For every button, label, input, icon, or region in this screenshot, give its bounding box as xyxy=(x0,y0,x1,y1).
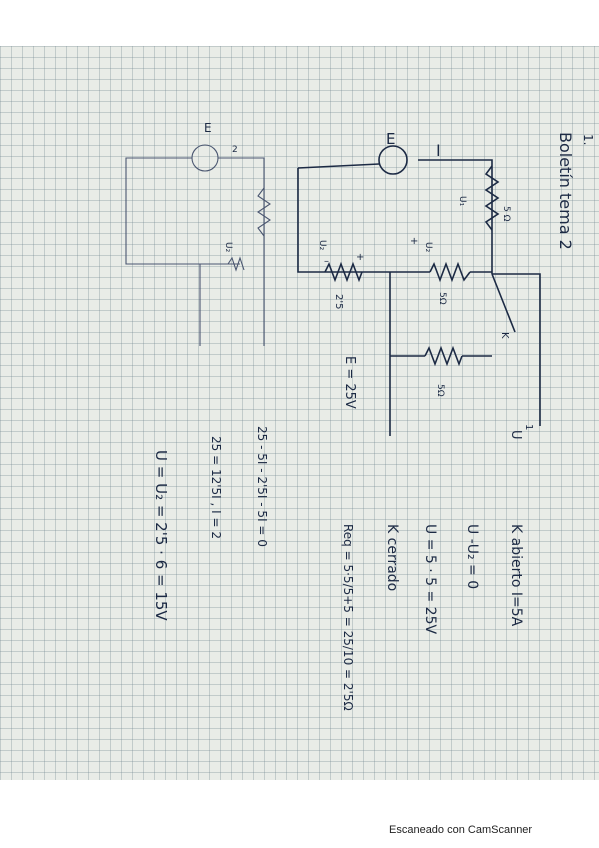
eq-u-minus-u2: U -U₂ = 0 xyxy=(464,524,480,589)
u1-label: U₁ xyxy=(457,196,467,207)
voltage-u-label: U xyxy=(508,430,523,440)
resistor-25-label: 2'5 xyxy=(333,294,344,309)
circuit-main xyxy=(297,145,541,436)
problem-number: 1. xyxy=(581,134,595,145)
k-closed-line: K cerrado xyxy=(384,524,400,591)
node-1-label: 1 xyxy=(523,424,534,430)
source-e-value: E = 25V xyxy=(342,356,357,409)
req-line: Req = 5·5/5+5 = 25/10 = 2'5Ω xyxy=(341,524,355,711)
scanner-watermark: Escaneado con CamScanner xyxy=(389,824,533,836)
sketch-e-label: E xyxy=(204,121,212,135)
solve-line: 25 = 12'5I , I = 2 xyxy=(209,436,223,539)
resistor-5b-label: 5Ω xyxy=(437,292,447,305)
u2-label-b: U₂ xyxy=(317,240,327,251)
eq-u-value: U = 5 · 5 = 25V xyxy=(422,524,438,634)
resistor-5c-label: 5Ω xyxy=(435,384,445,397)
handwritten-notes: E I 5 Ω U₁ U₂ U₂ 5Ω 5Ω 2'5 K U 1 + + – E… xyxy=(125,121,595,711)
kvl-line: 25 - 5I - 2'5I - 5I = 0 xyxy=(255,426,269,547)
sketch-node-2: 2 xyxy=(232,145,238,155)
circuit-sketch xyxy=(125,144,271,346)
u2-label: U₂ xyxy=(423,242,433,253)
scanned-notebook-page: E I 5 Ω U₁ U₂ U₂ 5Ω 5Ω 2'5 K U 1 + + – E… xyxy=(0,46,599,780)
resistor-5-label: 5 Ω xyxy=(501,206,511,222)
sketch-u2-label: U₂ xyxy=(223,242,233,253)
page-title: Boletín tema 2 xyxy=(556,132,575,250)
source-e-label: E xyxy=(386,130,395,148)
final-result: U = U₂ = 2'5 · 6 = 15V xyxy=(152,450,170,621)
k-open-line: K abierto I=5A xyxy=(508,524,524,627)
current-i-label: I xyxy=(436,141,441,160)
plus-sign-b: + xyxy=(356,252,364,263)
switch-k-label: K xyxy=(499,332,510,339)
plus-sign: + xyxy=(410,236,418,247)
minus-sign: – xyxy=(324,256,329,267)
